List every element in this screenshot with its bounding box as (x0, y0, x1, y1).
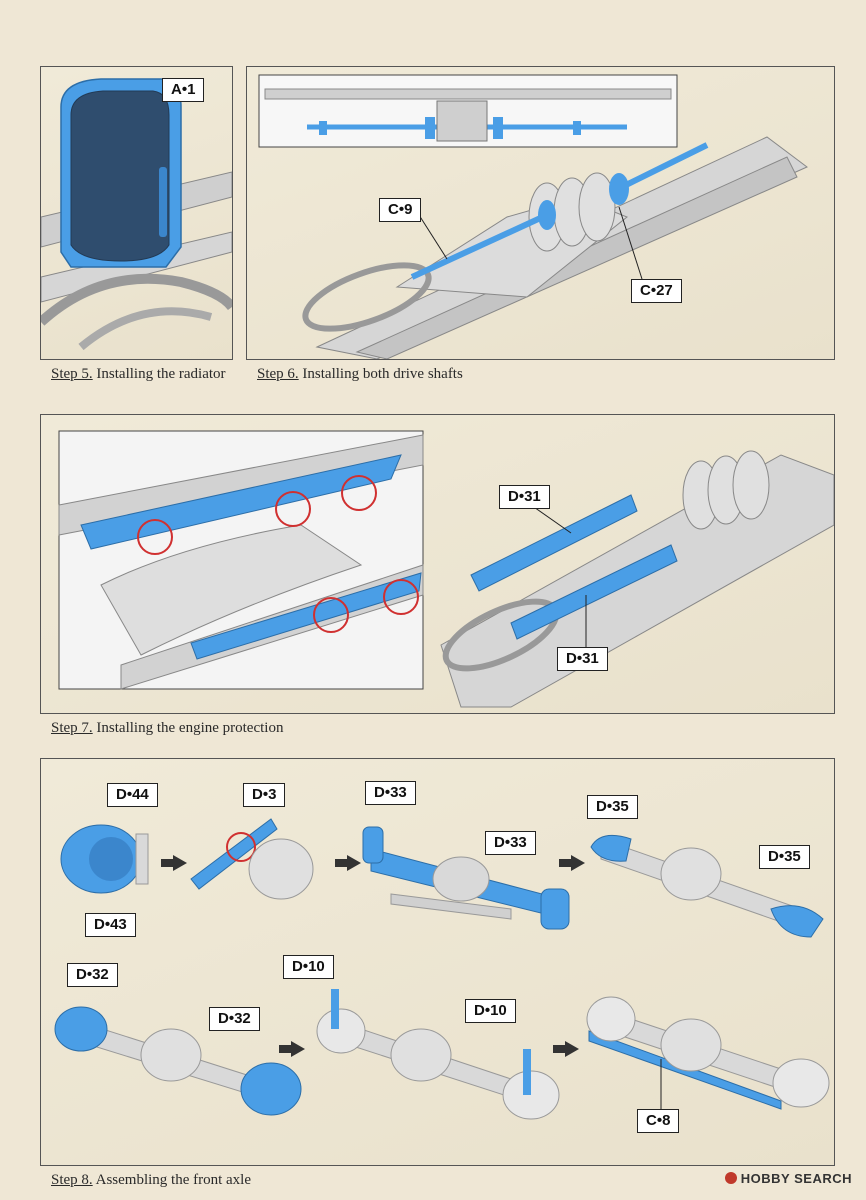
drive-shaft-c9 (410, 212, 549, 280)
step7-caption: Step 7. Installing the engine protection (51, 718, 283, 738)
arrow-step8-1 (161, 855, 187, 871)
step5-illustration (41, 78, 232, 351)
step6-number: Step 6. (257, 366, 299, 382)
label-d32-b: D•32 (209, 1007, 260, 1031)
label-d32-a: D•32 (67, 963, 118, 987)
step6-title: Installing both drive shafts (302, 366, 463, 382)
step8-title: Assembling the front axle (95, 1172, 251, 1188)
step8-panel: D•44 D•43 D•3 D•33 D•33 D•35 D•35 D•32 D… (40, 758, 835, 1166)
step6-caption: Step 6. Installing both drive shafts (257, 364, 463, 384)
step8-number: Step 8. (51, 1172, 93, 1188)
step5-caption: Step 5. Installing the radiator (51, 364, 226, 384)
drive-shaft-c27 (620, 142, 709, 190)
step7-number: Step 7. (51, 720, 93, 736)
label-d31-top: D•31 (499, 485, 550, 509)
arrow-step8-3 (559, 855, 585, 871)
label-c9: C•9 (379, 198, 422, 222)
step8-caption: Step 8. Assembling the front axle (51, 1170, 251, 1190)
label-c27: C•27 (631, 279, 682, 303)
label-d35-b: D•35 (759, 845, 810, 869)
step6-panel: C•9 C•27 (246, 66, 835, 360)
step5-number: Step 5. (51, 366, 93, 382)
step7-illustration (58, 430, 834, 708)
label-d43: D•43 (85, 913, 136, 937)
step6-illustration (258, 74, 808, 359)
hobby-search-logo: HOBBY SEARCH (724, 1171, 852, 1186)
label-d33-b: D•33 (485, 831, 536, 855)
label-d3: D•3 (243, 783, 286, 807)
label-d10-b: D•10 (465, 999, 516, 1023)
label-d44: D•44 (107, 783, 158, 807)
engine-plate-bottom-inset (190, 572, 422, 660)
step5-panel: A•1 (40, 66, 233, 360)
step5-title: Installing the radiator (96, 366, 226, 382)
label-d31-bottom: D•31 (557, 647, 608, 671)
arrow-step8-4 (279, 1041, 305, 1057)
engine-plate-bottom (510, 544, 678, 640)
label-d10-a: D•10 (283, 955, 334, 979)
engine-plate-top-inset (80, 454, 402, 550)
step7-title: Installing the engine protection (96, 720, 284, 736)
logo-icon (724, 1172, 737, 1184)
label-c8: C•8 (637, 1109, 680, 1133)
engine-plate-top (470, 494, 638, 592)
label-a1: A•1 (162, 78, 205, 102)
logo-text: HOBBY SEARCH (740, 1171, 852, 1186)
arrow-step8-2 (335, 855, 361, 871)
arrow-step8-5 (553, 1041, 579, 1057)
label-d35-a: D•35 (587, 795, 638, 819)
step7-panel: D•31 D•31 (40, 414, 835, 714)
step8-illustration (54, 818, 830, 1120)
label-d33-a: D•33 (365, 781, 416, 805)
